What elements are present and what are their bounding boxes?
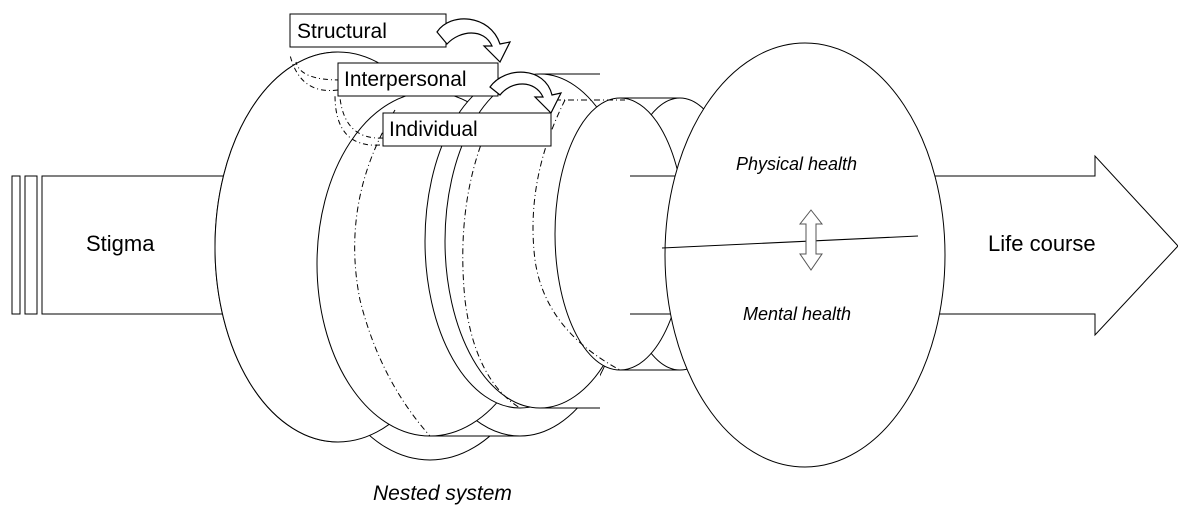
health-outcomes xyxy=(661,42,946,468)
mental-health-label: Mental health xyxy=(743,304,852,324)
interpersonal-label-box xyxy=(337,62,499,97)
layer-label-boxes xyxy=(289,13,552,147)
health-divider xyxy=(661,235,919,249)
feedback-connectors xyxy=(289,54,384,146)
stigma-tail-stripe-2 xyxy=(24,175,38,315)
diagram-caption: Nested system xyxy=(373,482,512,505)
individual-label-box xyxy=(382,112,552,147)
bidirectional-arrow-icon xyxy=(798,209,824,271)
interpersonal-label: Interpersonal xyxy=(344,68,467,91)
stigma-tail-stripe-1 xyxy=(11,175,21,315)
structural-label-box xyxy=(289,13,447,48)
individual-label: Individual xyxy=(389,118,478,141)
stigma-bar xyxy=(11,175,233,315)
structural-label: Structural xyxy=(297,20,387,43)
life-course-label: Life course xyxy=(988,231,1096,256)
stigma-bar-body xyxy=(41,175,233,315)
interpersonal-to-individual-arrow-icon xyxy=(489,71,563,115)
progression-arrows xyxy=(436,18,563,115)
physical-health-label: Physical health xyxy=(736,154,858,174)
stigma-label: Stigma xyxy=(86,231,155,256)
structural-to-interpersonal-arrow-icon xyxy=(436,18,512,64)
